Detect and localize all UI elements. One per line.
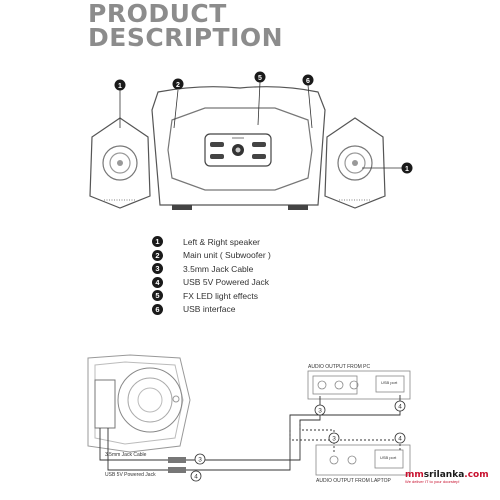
title-line-2: DESCRIPTION (88, 23, 284, 52)
svg-text:3: 3 (318, 408, 322, 415)
legend-item: 4 USB 5V Powered Jack (152, 276, 271, 290)
svg-text:1: 1 (118, 83, 122, 90)
wiring-subwoofer (87, 354, 191, 453)
svg-text:2: 2 (176, 82, 180, 89)
legend-label: Left & Right speaker (183, 236, 261, 247)
legend-label: USB 5V Powered Jack (183, 277, 269, 288)
callout-1-left: 1 (114, 79, 126, 91)
svg-text:5: 5 (258, 75, 262, 82)
legend-item: 6 USB interface (152, 303, 271, 317)
callout-1-right: 1 (401, 162, 413, 174)
usb-port-label-laptop: USB port (380, 455, 397, 460)
jack-cable-label: 3.5mm Jack Cable (105, 452, 147, 458)
marker-4-laptop: 4 (394, 432, 406, 444)
page-title: PRODUCT DESCRIPTION (88, 0, 284, 52)
legend-label: USB interface (183, 304, 236, 315)
cable-plugs (168, 457, 186, 473)
callout-2: 2 (172, 78, 184, 90)
svg-text:1: 1 (405, 166, 409, 173)
legend-number: 5 (152, 290, 163, 302)
legend-label: FX LED light effects (183, 290, 258, 301)
svg-text:3: 3 (198, 457, 202, 464)
marker-3-laptop: 3 (328, 432, 340, 444)
legend-item: 3 3.5mm Jack Cable (152, 262, 271, 276)
callout-6: 6 (302, 74, 314, 86)
svg-text:4: 4 (194, 474, 198, 481)
marker-3-cable: 3 (194, 453, 206, 465)
title-line-1: PRODUCT (88, 0, 227, 28)
legend-number: 3 (152, 263, 163, 275)
callout-5: 5 (254, 71, 266, 83)
legend-number: 4 (152, 276, 163, 288)
right-speaker (324, 117, 386, 209)
brand-tagline: We deliver IT to your doorstep! (405, 479, 460, 484)
legend-label: 3.5mm Jack Cable (183, 263, 254, 274)
marker-4-cable: 4 (190, 470, 202, 482)
svg-text:4: 4 (398, 436, 402, 443)
parts-legend: 1 Left & Right speaker 2 Main unit ( Sub… (152, 235, 271, 316)
marker-3-pc: 3 (314, 404, 326, 416)
legend-item: 2 Main unit ( Subwoofer ) (152, 249, 271, 263)
left-speaker (89, 117, 151, 209)
usb-port-label-pc: USB port (381, 380, 398, 385)
pc-output-label: AUDIO OUTPUT FROM PC (308, 364, 371, 370)
main-unit (151, 86, 326, 210)
legend-number: 1 (152, 236, 163, 248)
laptop-output-label: AUDIO OUTPUT FROM LAPTOP (316, 478, 391, 484)
legend-item: 1 Left & Right speaker (152, 235, 271, 249)
usb-jack-label: USB 5V Powered Jack (105, 472, 156, 478)
legend-item: 5 FX LED light effects (152, 289, 271, 303)
legend-number: 6 (152, 303, 163, 315)
pc-panel (307, 370, 411, 400)
marker-4-pc: 4 (394, 400, 406, 412)
legend-number: 2 (152, 249, 163, 261)
svg-text:3: 3 (332, 436, 336, 443)
laptop-panel (315, 444, 411, 476)
svg-text:4: 4 (398, 404, 402, 411)
brand-logo: mmsrilanka.com We deliver IT to your doo… (405, 470, 489, 484)
legend-label: Main unit ( Subwoofer ) (183, 250, 271, 261)
usb-cable (107, 395, 401, 471)
svg-text:6: 6 (306, 78, 310, 85)
